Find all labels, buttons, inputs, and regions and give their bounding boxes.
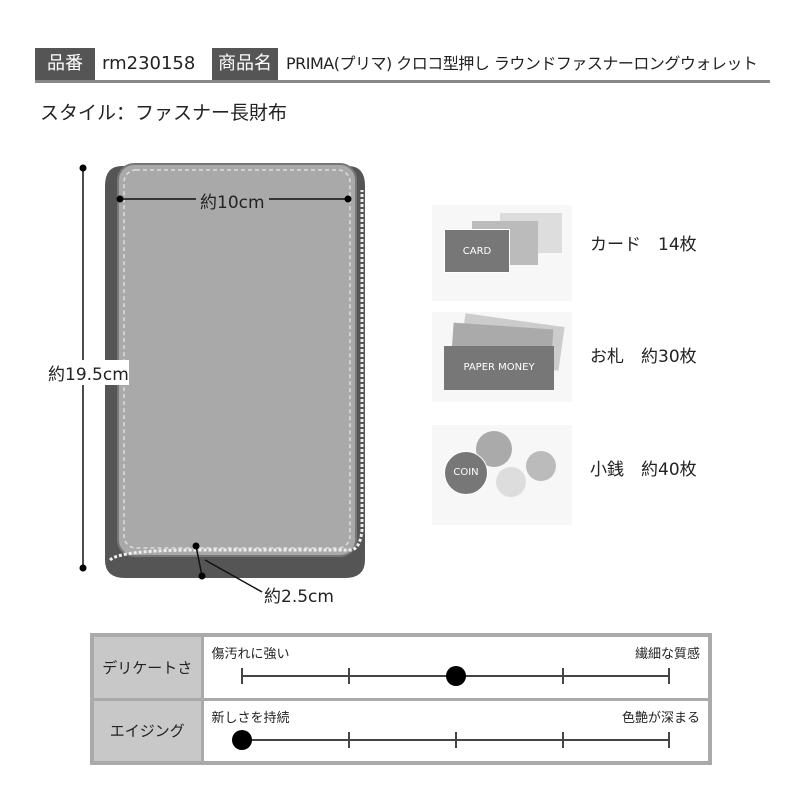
coin-capacity: 小銭 約40枚 (590, 460, 697, 480)
product-name: PRIMA(プリマ) クロコ型押し ラウンドファスナーロングウォレット (286, 54, 758, 73)
scale-marker (231, 729, 252, 750)
style-text: スタイル：ファスナー長財布 (40, 102, 288, 124)
scale-right-label: 繊細な質感 (634, 647, 700, 662)
bill-capacity: お札 約30枚 (590, 347, 697, 367)
depth-label: 約2.5cm (264, 587, 334, 607)
scale-marker (445, 666, 466, 686)
scale-left-label: 新しさを持続 (211, 710, 290, 726)
characteristics-table: デリケートさ 傷汚れに強い 繊細な質感 エイジング 新しさを持続 色艶が深まる (90, 633, 712, 765)
scale-left-label: 傷汚れに強い (211, 647, 290, 662)
table-row: エイジング 新しさを持続 色艶が深まる (90, 697, 712, 765)
scale-label: デリケートさ (90, 633, 204, 701)
paper-money-icon-text: PAPER MONEY (444, 346, 554, 390)
card-icon: CARD (432, 205, 572, 301)
paper-money-icon: PAPER MONEY (432, 312, 572, 402)
delicacy-scale: 傷汚れに強い 繊細な質感 (200, 633, 712, 701)
name-label: 商品名 (212, 48, 278, 80)
scale-label: エイジング (90, 697, 204, 765)
table-row: デリケートさ 傷汚れに強い 繊細な質感 (90, 633, 712, 701)
product-code: rm230158 (102, 53, 196, 74)
aging-scale: 新しさを持続 色艶が深まる (200, 697, 712, 765)
header-divider (35, 80, 770, 83)
card-icon-text: CARD (444, 229, 510, 273)
card-capacity: カード 14枚 (590, 235, 697, 255)
wallet-illustration (79, 163, 365, 593)
height-label: 約19.5cm (48, 360, 129, 385)
coin-icon: COIN (432, 425, 572, 525)
code-label: 品番 (35, 48, 95, 80)
scale-right-label: 色艶が深まる (621, 710, 700, 726)
coin-icon-text: COIN (444, 451, 488, 495)
width-label: 約10cm (196, 188, 269, 213)
